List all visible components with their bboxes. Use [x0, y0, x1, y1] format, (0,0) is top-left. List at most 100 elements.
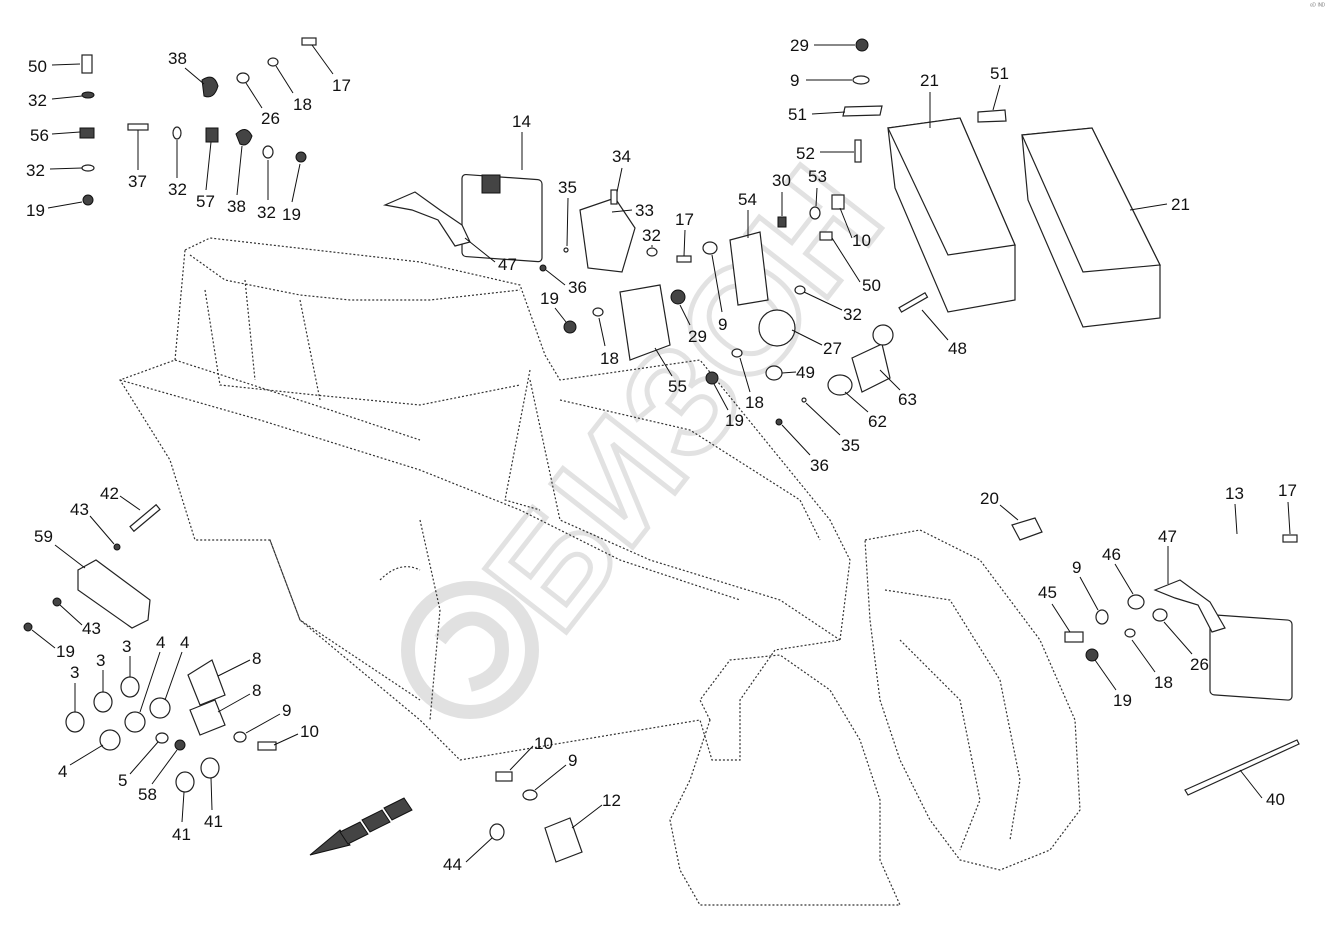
leader-42: [119, 495, 141, 511]
callout-57: 57: [196, 192, 215, 211]
callout-29-mid: 29: [688, 327, 707, 346]
plug-41-b: [200, 757, 220, 779]
callout-18-mid: 18: [600, 349, 619, 368]
callout-43-low: 43: [82, 619, 101, 638]
lamp-14: [461, 173, 543, 263]
plate-8-top: [187, 659, 226, 706]
leader-19-lowleft: [31, 629, 56, 649]
leader-18-mid: [598, 317, 606, 347]
plug-44: [489, 823, 505, 841]
leader-9-lowleft: [245, 713, 281, 734]
callout-19-left: 19: [26, 201, 45, 220]
callout-26-top: 26: [261, 109, 280, 128]
callout-41-b: 41: [204, 812, 223, 831]
callout-35-top: 35: [558, 178, 577, 197]
leader-4-b: [139, 651, 161, 713]
leader-32-mid: [49, 167, 83, 170]
callout-36-top: 36: [568, 278, 587, 297]
callout-30: 30: [772, 171, 791, 190]
callout-37: 37: [128, 172, 147, 191]
callout-4-a: 4: [58, 762, 67, 781]
leader-20: [999, 504, 1019, 521]
nut-19-mid: [563, 320, 577, 334]
leader-21-right: [1129, 203, 1168, 211]
lamp-14-lens: [481, 174, 501, 194]
callout-19-top: 19: [282, 205, 301, 224]
machine-frame: [119, 237, 1081, 906]
nut-36: [539, 264, 547, 272]
callout-51-left: 51: [788, 105, 807, 124]
leader-8-top: [217, 659, 251, 677]
callout-35-lower: 35: [841, 436, 860, 455]
leader-57: [205, 141, 212, 191]
callout-62: 62: [868, 412, 887, 431]
arrow-dash-3: [383, 797, 413, 821]
washer-35-lower: [801, 397, 807, 403]
leader-36-top: [545, 269, 566, 286]
socket-27: [758, 309, 796, 347]
leader-43-top: [89, 515, 115, 545]
callouts: 50 32 56 32 19 38 37 32 57 38 26 18 17 3…: [26, 36, 1297, 874]
leader-10-lowleft: [273, 733, 299, 746]
leader-19-left: [47, 201, 83, 209]
callout-44: 44: [443, 855, 462, 874]
battery-21-left-top: [887, 117, 1016, 256]
leader-32-d: [803, 291, 843, 311]
callout-20: 20: [980, 489, 999, 508]
washer-18-right: [1124, 628, 1136, 638]
callout-12: 12: [602, 791, 621, 810]
nut-19-socket: [705, 371, 719, 385]
callout-10-lowleft: 10: [300, 722, 319, 741]
nut-19-top: [295, 151, 307, 163]
leader-26-right: [1163, 621, 1193, 655]
callout-17-right: 17: [1278, 481, 1297, 500]
washer-53: [809, 206, 821, 220]
washer-32-a: [172, 126, 182, 140]
bolt-37: [127, 123, 149, 131]
leader-29-mid: [679, 304, 691, 326]
leader-49: [781, 371, 797, 374]
gland-4-a: [99, 729, 121, 751]
gland-4-c: [149, 697, 171, 719]
leader-51-left: [811, 111, 846, 115]
callout-3-c: 3: [122, 637, 131, 656]
washer-46: [1127, 594, 1145, 610]
callout-4-c: 4: [180, 633, 189, 652]
callout-13: 13: [1225, 484, 1244, 503]
callout-4-b: 4: [156, 633, 165, 652]
washer-9-right: [1095, 609, 1109, 625]
relay-block-33: [579, 197, 636, 273]
leader-44: [465, 837, 493, 863]
callout-51-right: 51: [990, 64, 1009, 83]
callout-47-right: 47: [1158, 527, 1177, 546]
clip-38-bottom: [235, 129, 253, 146]
leader-17-top: [311, 44, 334, 75]
leader-46: [1114, 563, 1134, 595]
callout-50-mid: 50: [862, 276, 881, 295]
leader-18-right: [1131, 639, 1156, 673]
leader-36-lower: [781, 424, 811, 456]
grommet-3-a: [65, 711, 85, 733]
washer-32-c: [646, 247, 658, 257]
callout-9-top: 9: [790, 71, 799, 90]
grommet-3-c: [120, 676, 140, 698]
callout-19-lowleft: 19: [56, 642, 75, 661]
callout-32-c: 32: [642, 226, 661, 245]
washer-32-mid: [81, 164, 95, 172]
bolt-45: [1064, 631, 1084, 643]
callout-9-lowleft: 9: [282, 701, 291, 720]
leader-38-top: [184, 67, 205, 85]
control-unit-55: [619, 284, 671, 361]
callout-5: 5: [118, 771, 127, 790]
leader-27: [791, 329, 823, 346]
bolt-34: [610, 189, 618, 205]
clip-30: [777, 216, 787, 228]
bolt-10-lowleft: [257, 741, 277, 751]
washer-18-mid: [592, 307, 604, 317]
arrow-dash-1: [339, 821, 369, 845]
callout-26-right: 26: [1190, 655, 1209, 674]
washer-26-top: [236, 72, 250, 84]
leader-4-c: [164, 651, 183, 701]
washer-32-top: [81, 91, 95, 99]
callout-10-mid: 10: [852, 231, 871, 250]
